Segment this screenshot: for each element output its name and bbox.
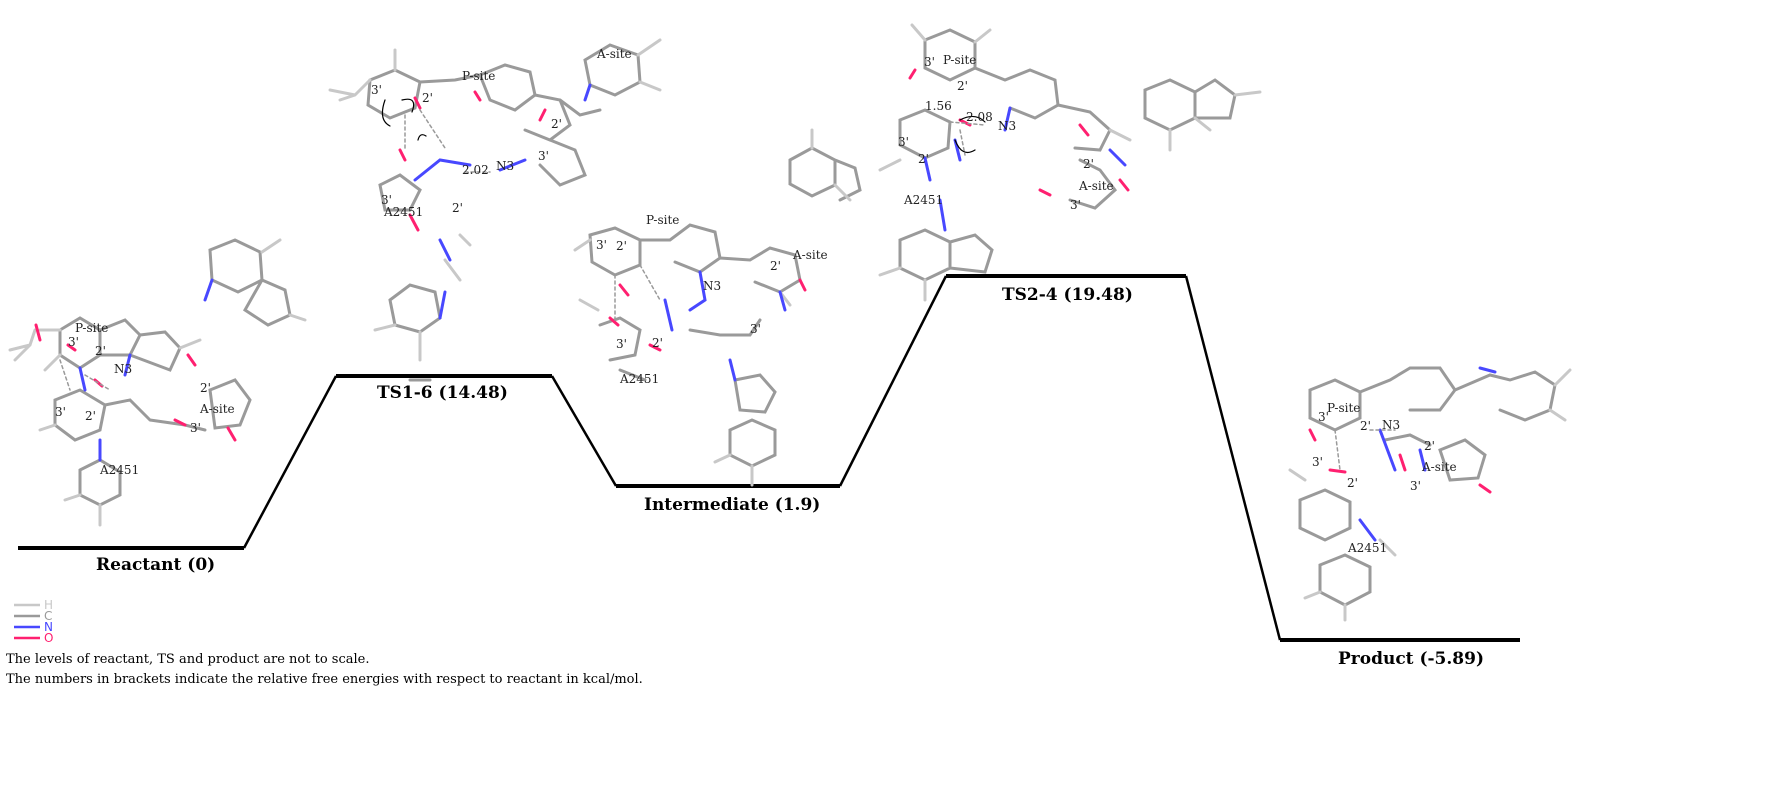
label-ts2-psite: P-site (943, 53, 976, 67)
label-ts1-2p-b: 2' (551, 117, 562, 131)
label-ts1-asite: A-site (596, 47, 632, 61)
level-label-ts1: TS1-6 (14.48) (377, 383, 508, 403)
label-ts2-2p-b: 2' (918, 152, 929, 166)
label-prod-2p: 2' (1360, 419, 1371, 433)
connectors (242, 275, 1282, 641)
label-ts1-2p: 2' (422, 91, 433, 105)
label-int-asite: A-site (792, 248, 828, 262)
label-prod-3p-c: 3' (1312, 455, 1323, 469)
connector-4 (1184, 275, 1282, 641)
label-prod-psite: P-site (1327, 401, 1360, 415)
level-label-ts2: TS2-4 (19.48) (1002, 285, 1133, 305)
structure-reactant (8, 238, 307, 527)
label-ts2-n3: N3 (998, 119, 1016, 133)
label-ts1-3p-b: 3' (538, 149, 549, 163)
label-ts1-3p-c: 3' (381, 193, 392, 207)
label-int-2p-b: 2' (770, 259, 781, 273)
label-prod-2p-b: 2' (1424, 439, 1435, 453)
label-ts2-2p: 2' (957, 79, 968, 93)
label-int-2p-c: 2' (652, 336, 663, 350)
label-prod-2p-c: 2' (1347, 476, 1358, 490)
note-not-to-scale: The levels of reactant, TS and product a… (6, 652, 370, 667)
label-ts1-psite: P-site (462, 69, 495, 83)
legend-label-o: O (44, 631, 53, 645)
label-prod-3p-b: 3' (1410, 479, 1421, 493)
level-label-reactant: Reactant (0) (96, 555, 215, 575)
atom-legend: H C N O (14, 598, 53, 645)
connector-1 (242, 375, 338, 549)
label-int-3p-b: 3' (750, 322, 761, 336)
label-int-2p: 2' (616, 239, 627, 253)
label-reactant-2p-c: 2' (200, 381, 211, 395)
label-reactant-psite: P-site (75, 321, 108, 335)
legend-label-h: H (44, 598, 53, 612)
label-ts1-3p: 3' (371, 83, 382, 97)
label-reactant-3p-b: 3' (55, 405, 66, 419)
label-reactant-3p-c: 3' (190, 421, 201, 435)
structure-ts2 (878, 23, 1262, 302)
note-energy-units: The numbers in brackets indicate the rel… (6, 672, 643, 687)
label-reactant-2p-b: 2' (85, 409, 96, 423)
label-reactant-2p: 2' (95, 344, 106, 358)
label-ts2-2p-c: 2' (1083, 157, 1094, 171)
label-prod-a2451: A2451 (1347, 541, 1387, 555)
label-int-3p-c: 3' (616, 337, 627, 351)
label-reactant-asite: A-site (199, 402, 235, 416)
label-int-psite: P-site (646, 213, 679, 227)
label-reactant-n3: N3 (114, 362, 132, 376)
label-ts1-dist: 2.02 (462, 163, 489, 177)
label-ts2-dist-a: 1.56 (925, 99, 952, 113)
label-int-n3: N3 (703, 279, 721, 293)
label-ts2-3p-b: 3' (898, 135, 909, 149)
label-ts1-a2451: A2451 (383, 205, 423, 219)
label-prod-n3: N3 (1382, 418, 1400, 432)
structure-ts1 (328, 38, 662, 382)
label-ts1-2p-c: 2' (452, 201, 463, 215)
level-label-intermediate: Intermediate (1.9) (644, 495, 820, 515)
label-ts2-asite: A-site (1078, 179, 1114, 193)
label-ts2-3p: 3' (924, 55, 935, 69)
structure-product (1288, 366, 1572, 622)
connector-3 (838, 275, 948, 487)
label-ts2-a2451: A2451 (903, 193, 943, 207)
label-int-a2451: A2451 (619, 372, 659, 386)
label-ts2-dist-b: 2.08 (966, 110, 993, 124)
legend-label-n: N (44, 620, 53, 634)
connector-2 (550, 375, 618, 487)
label-int-3p: 3' (596, 238, 607, 252)
structure-intermediate (573, 128, 862, 487)
energy-levels (18, 274, 1520, 642)
label-ts2-3p-c: 3' (1070, 198, 1081, 212)
level-label-product: Product (-5.89) (1338, 649, 1484, 669)
label-prod-3p: 3' (1318, 410, 1329, 424)
label-reactant-3p: 3' (68, 335, 79, 349)
label-ts1-n3: N3 (496, 159, 514, 173)
label-prod-asite: A-site (1421, 460, 1457, 474)
structure-labels: P-site 3' 2' N3 3' 2' 2' A-site 3' A2451… (55, 47, 1457, 555)
legend-label-c: C (44, 609, 52, 623)
label-reactant-a2451: A2451 (99, 463, 139, 477)
